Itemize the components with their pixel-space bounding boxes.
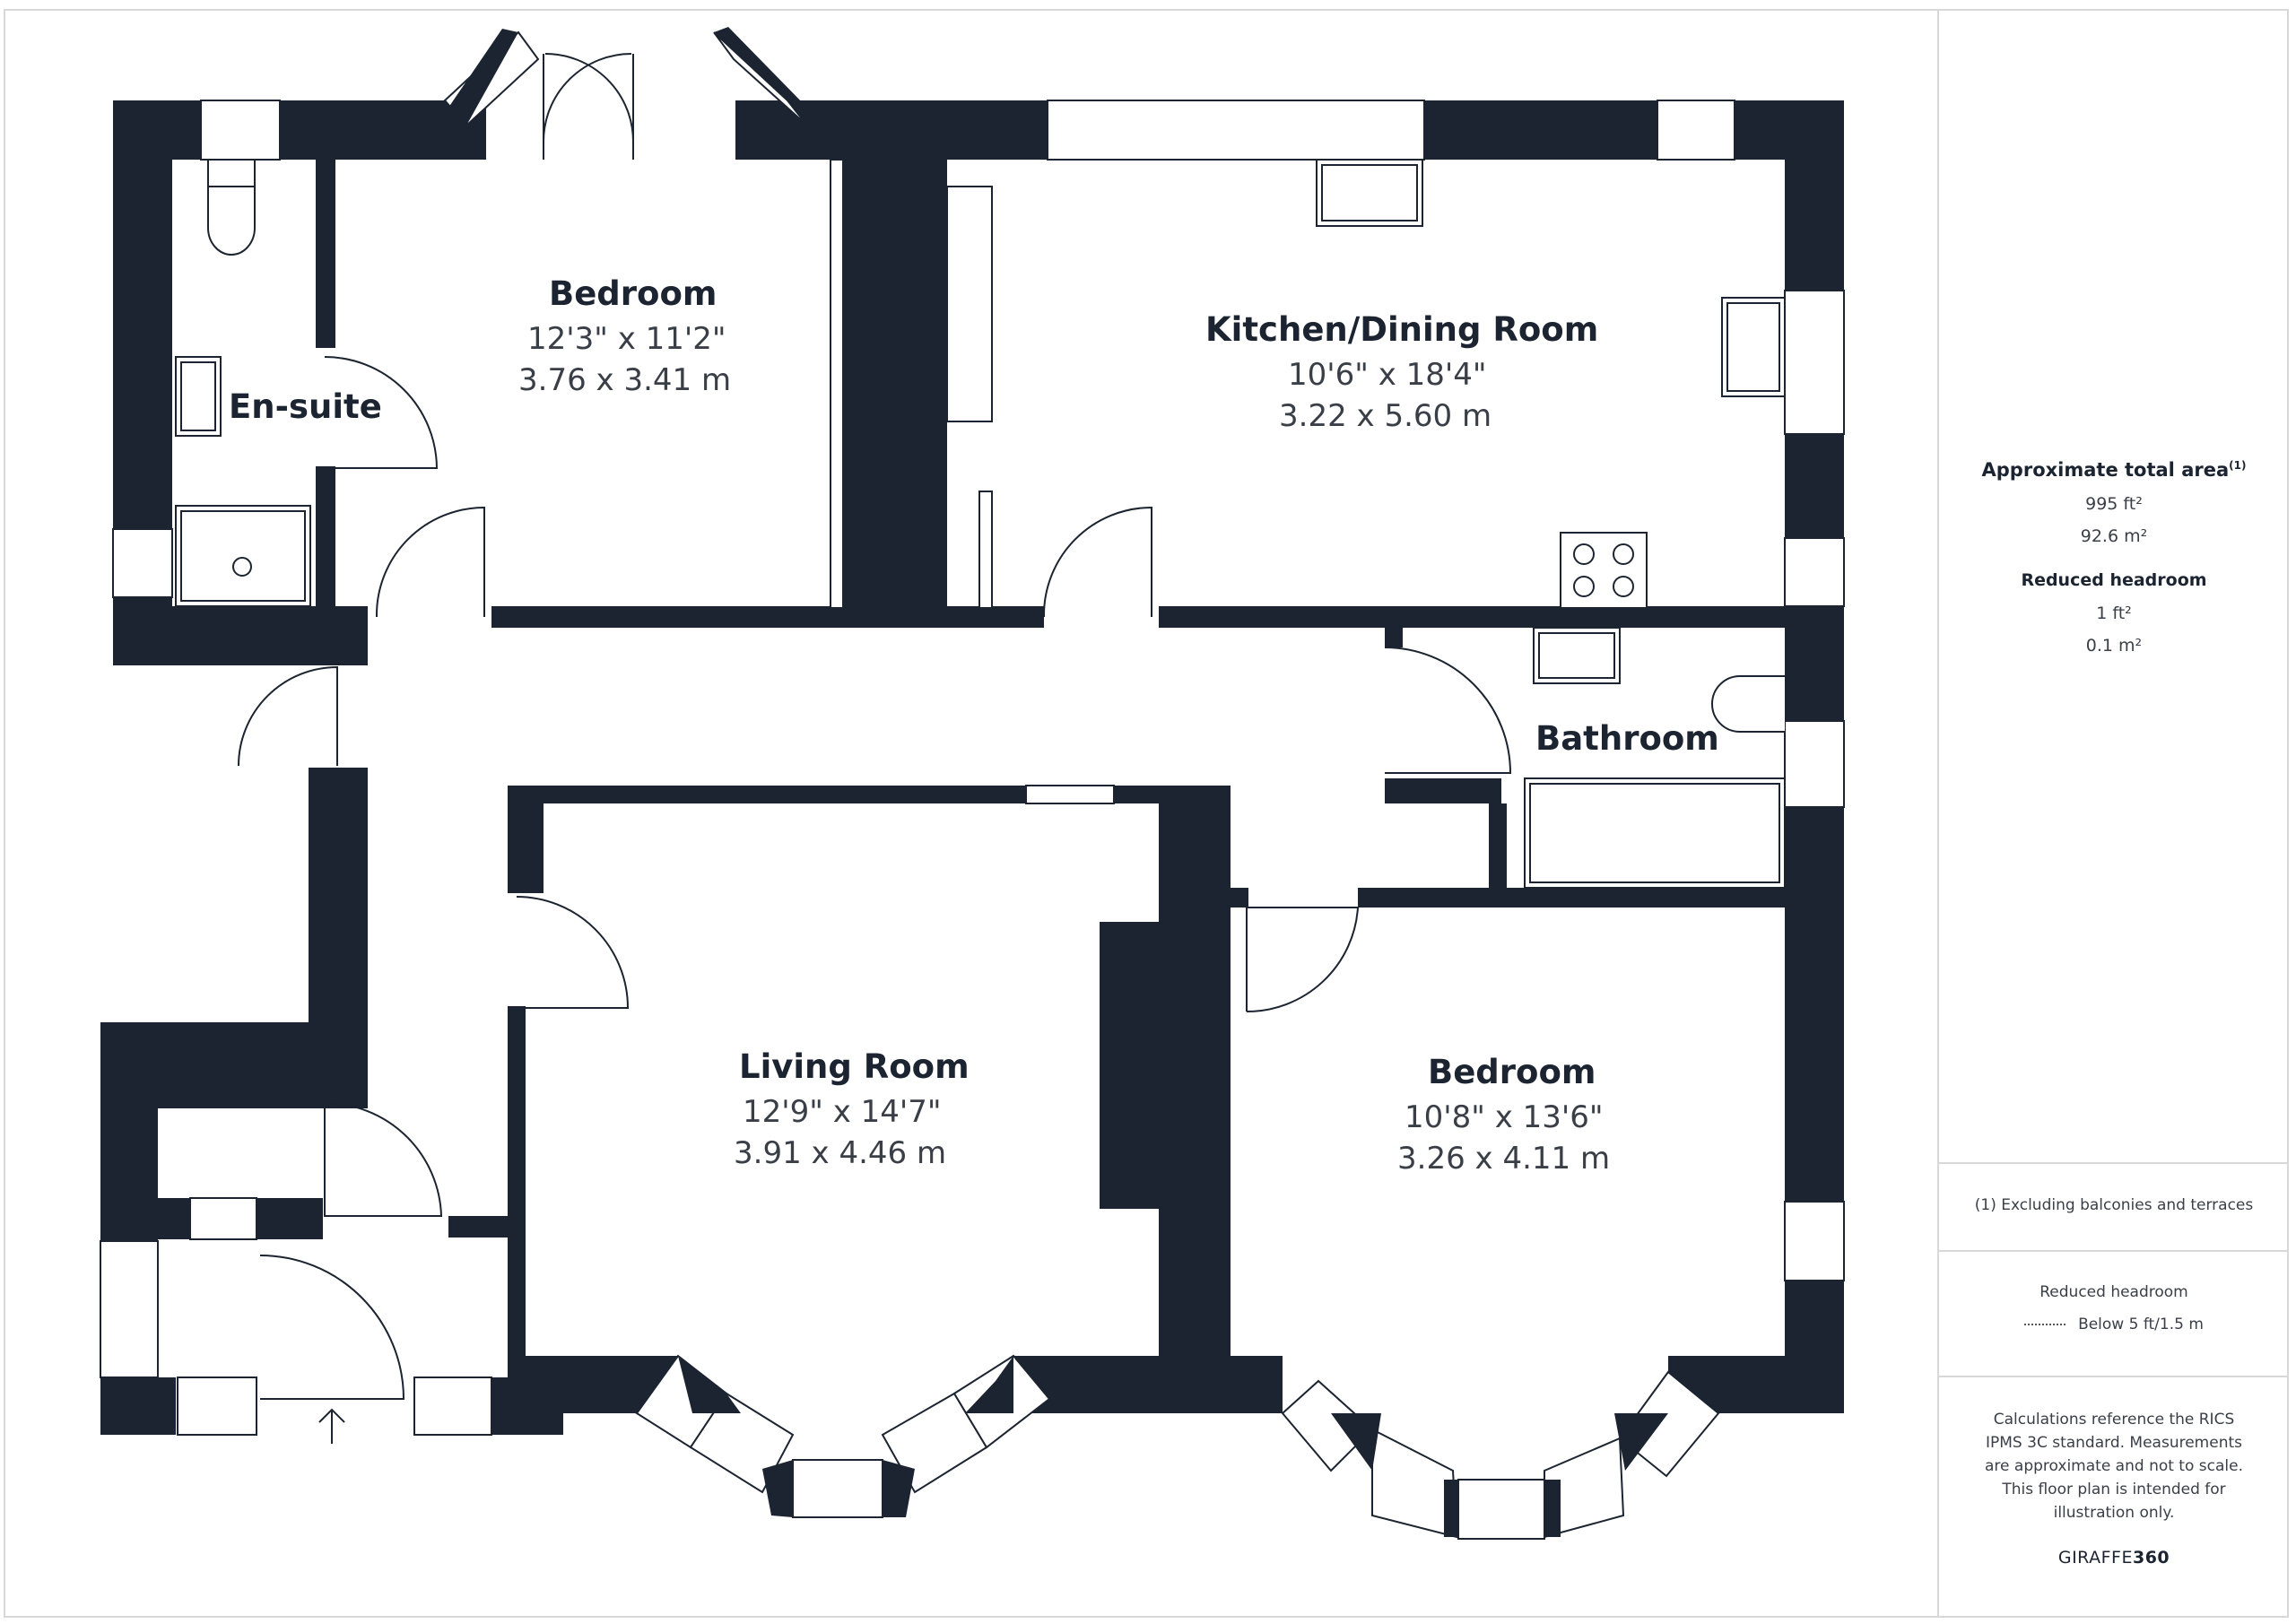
drawing-frame: [4, 9, 2289, 1618]
room-dim-imperial-living-room: 12'9" x 14'7": [743, 1094, 942, 1130]
info-sidebar: Approximate total area(1) 995 ft² 92.6 m…: [1937, 9, 2289, 1618]
total-area-note-mark: (1): [2229, 459, 2247, 472]
total-area-ft: 995 ft²: [2085, 494, 2143, 514]
windows: [100, 30, 1845, 1540]
entrance-arrow-icon: [318, 1408, 345, 1444]
room-name-bathroom: Bathroom: [1535, 719, 1719, 758]
fixtures: [175, 159, 1786, 889]
doors: [238, 53, 1512, 1400]
footnote: (1) Excluding balconies and terraces: [1974, 1196, 2254, 1214]
room-dim-metric-bedroom-2: 3.26 x 4.11 m: [1397, 1141, 1611, 1177]
room-name-bedroom-2: Bedroom: [1428, 1053, 1596, 1091]
reduced-headroom-m: 0.1 m²: [2085, 636, 2143, 656]
legend-item: Below 5 ft/1.5 m: [1939, 1313, 2289, 1336]
room-dim-metric-kitchen: 3.22 x 5.60 m: [1279, 398, 1492, 434]
reduced-headroom-title: Reduced headroom: [2021, 570, 2207, 590]
legend-label: Below 5 ft/1.5 m: [2078, 1316, 2204, 1333]
total-area-section: Approximate total area(1) 995 ft² 92.6 m…: [1939, 459, 2289, 662]
legend-section: Reduced headroom Below 5 ft/1.5 m: [1939, 1281, 2289, 1336]
legend-title: Reduced headroom: [2039, 1283, 2188, 1301]
room-name-living-room: Living Room: [739, 1047, 970, 1086]
floor-plan: [100, 27, 1845, 1540]
sidebar-divider: [1939, 1250, 2289, 1252]
room-dim-imperial-bedroom-2: 10'8" x 13'6": [1405, 1099, 1604, 1135]
total-area-title: Approximate total area(1): [1981, 459, 2247, 481]
dotted-line-icon: [2024, 1324, 2066, 1325]
bay-corners: [448, 27, 1668, 1537]
room-dim-imperial-kitchen: 10'6" x 18'4": [1288, 357, 1487, 393]
disclaimer: Calculations reference the RICS IPMS 3C …: [1985, 1411, 2243, 1522]
room-name-bedroom-1: Bedroom: [549, 274, 718, 313]
room-dim-metric-living-room: 3.91 x 4.46 m: [734, 1135, 947, 1171]
sidebar-divider: [1939, 1162, 2289, 1164]
brand-logo: GIRAFFE360: [2057, 1548, 2170, 1568]
total-area-m: 92.6 m²: [2080, 526, 2148, 546]
reduced-headroom-ft: 1 ft²: [2096, 604, 2132, 623]
sidebar-divider: [1939, 1376, 2289, 1377]
room-dim-imperial-bedroom-1: 12'3" x 11'2": [527, 321, 726, 357]
room-name-kitchen: Kitchen/Dining Room: [1205, 310, 1599, 349]
room-dim-metric-bedroom-1: 3.76 x 3.41 m: [518, 362, 732, 398]
room-name-ensuite: En-suite: [229, 387, 382, 426]
